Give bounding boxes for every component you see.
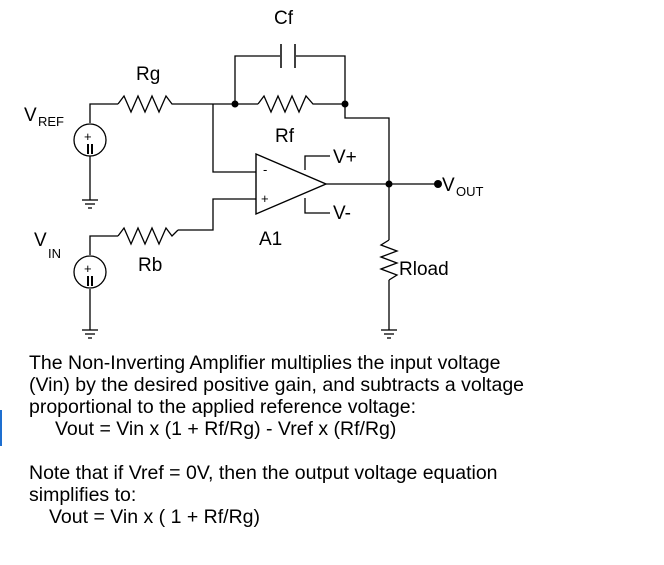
paragraph-gap [29, 440, 659, 462]
vref-plus-sign: + [84, 129, 92, 144]
opamp-plus-label: + [261, 191, 269, 206]
output-terminal-dot [434, 180, 442, 188]
wire-vminus [304, 198, 330, 214]
label-vout: V OUT [442, 175, 484, 199]
resistor-rload [379, 239, 399, 281]
description-line: The Non-Inverting Amplifier multiplies t… [29, 352, 501, 374]
description-text: The Non-Inverting Amplifier multiplies t… [29, 352, 659, 528]
vref-sub-text: REF [38, 114, 64, 129]
vref-main-text: V [24, 105, 37, 126]
label-vminus: V- [333, 203, 351, 224]
wire-noninverting-input [178, 198, 256, 231]
wire-vplus [304, 155, 330, 170]
label-vref: V REF [24, 105, 64, 129]
vin-main-text: V [34, 230, 47, 251]
junction-dot [231, 100, 239, 108]
wire-inverting-input [212, 104, 256, 173]
wire-feedback-to-output [344, 104, 390, 184]
vin-sub-text: IN [48, 246, 61, 261]
description-line: proportional to the applied reference vo… [29, 396, 417, 418]
vref-source: + [73, 123, 107, 157]
label-vin: V IN [34, 230, 61, 261]
equation-simplified: Vout = Vin x ( 1 + Rf/Rg) [49, 506, 260, 528]
label-rf: Rf [275, 126, 295, 147]
description-line: (Vin) by the desired positive gain, and … [29, 374, 525, 396]
equation-general: Vout = Vin x (1 + Rf/Rg) - Vref x (Rf/Rg… [55, 418, 397, 440]
vin-plus-sign: + [84, 261, 92, 276]
ground-symbol [381, 329, 397, 339]
note-line: simplifies to: [29, 484, 137, 506]
opamp-minus-label: - [263, 162, 267, 177]
resistor-rg [117, 94, 177, 114]
circuit-schematic: - + + + [24, 8, 484, 339]
ground-symbol [82, 199, 98, 209]
junction-dot [385, 180, 393, 188]
left-edge-accent [0, 410, 2, 446]
wires [89, 55, 438, 330]
capacitor-cf [280, 44, 296, 68]
wire-cf-loop [234, 55, 346, 104]
label-a1: A1 [259, 229, 282, 250]
wire-vref-to-rg [89, 103, 118, 123]
resistor-rf [257, 94, 320, 114]
wire-vin-to-rb [89, 235, 118, 255]
vout-main-text: V [442, 175, 455, 196]
label-vplus: V+ [333, 147, 357, 168]
vin-source: + [73, 255, 107, 289]
junction-dot [341, 100, 349, 108]
label-rb: Rb [138, 255, 162, 276]
vout-sub-text: OUT [456, 184, 484, 199]
label-rload: Rload [399, 259, 449, 280]
note-line: Note that if Vref = 0V, then the output … [29, 462, 498, 484]
ground-symbol [82, 329, 98, 339]
opamp-a1 [255, 152, 328, 216]
label-rg: Rg [136, 64, 160, 85]
resistor-rb [117, 226, 179, 246]
label-cf: Cf [274, 8, 294, 29]
